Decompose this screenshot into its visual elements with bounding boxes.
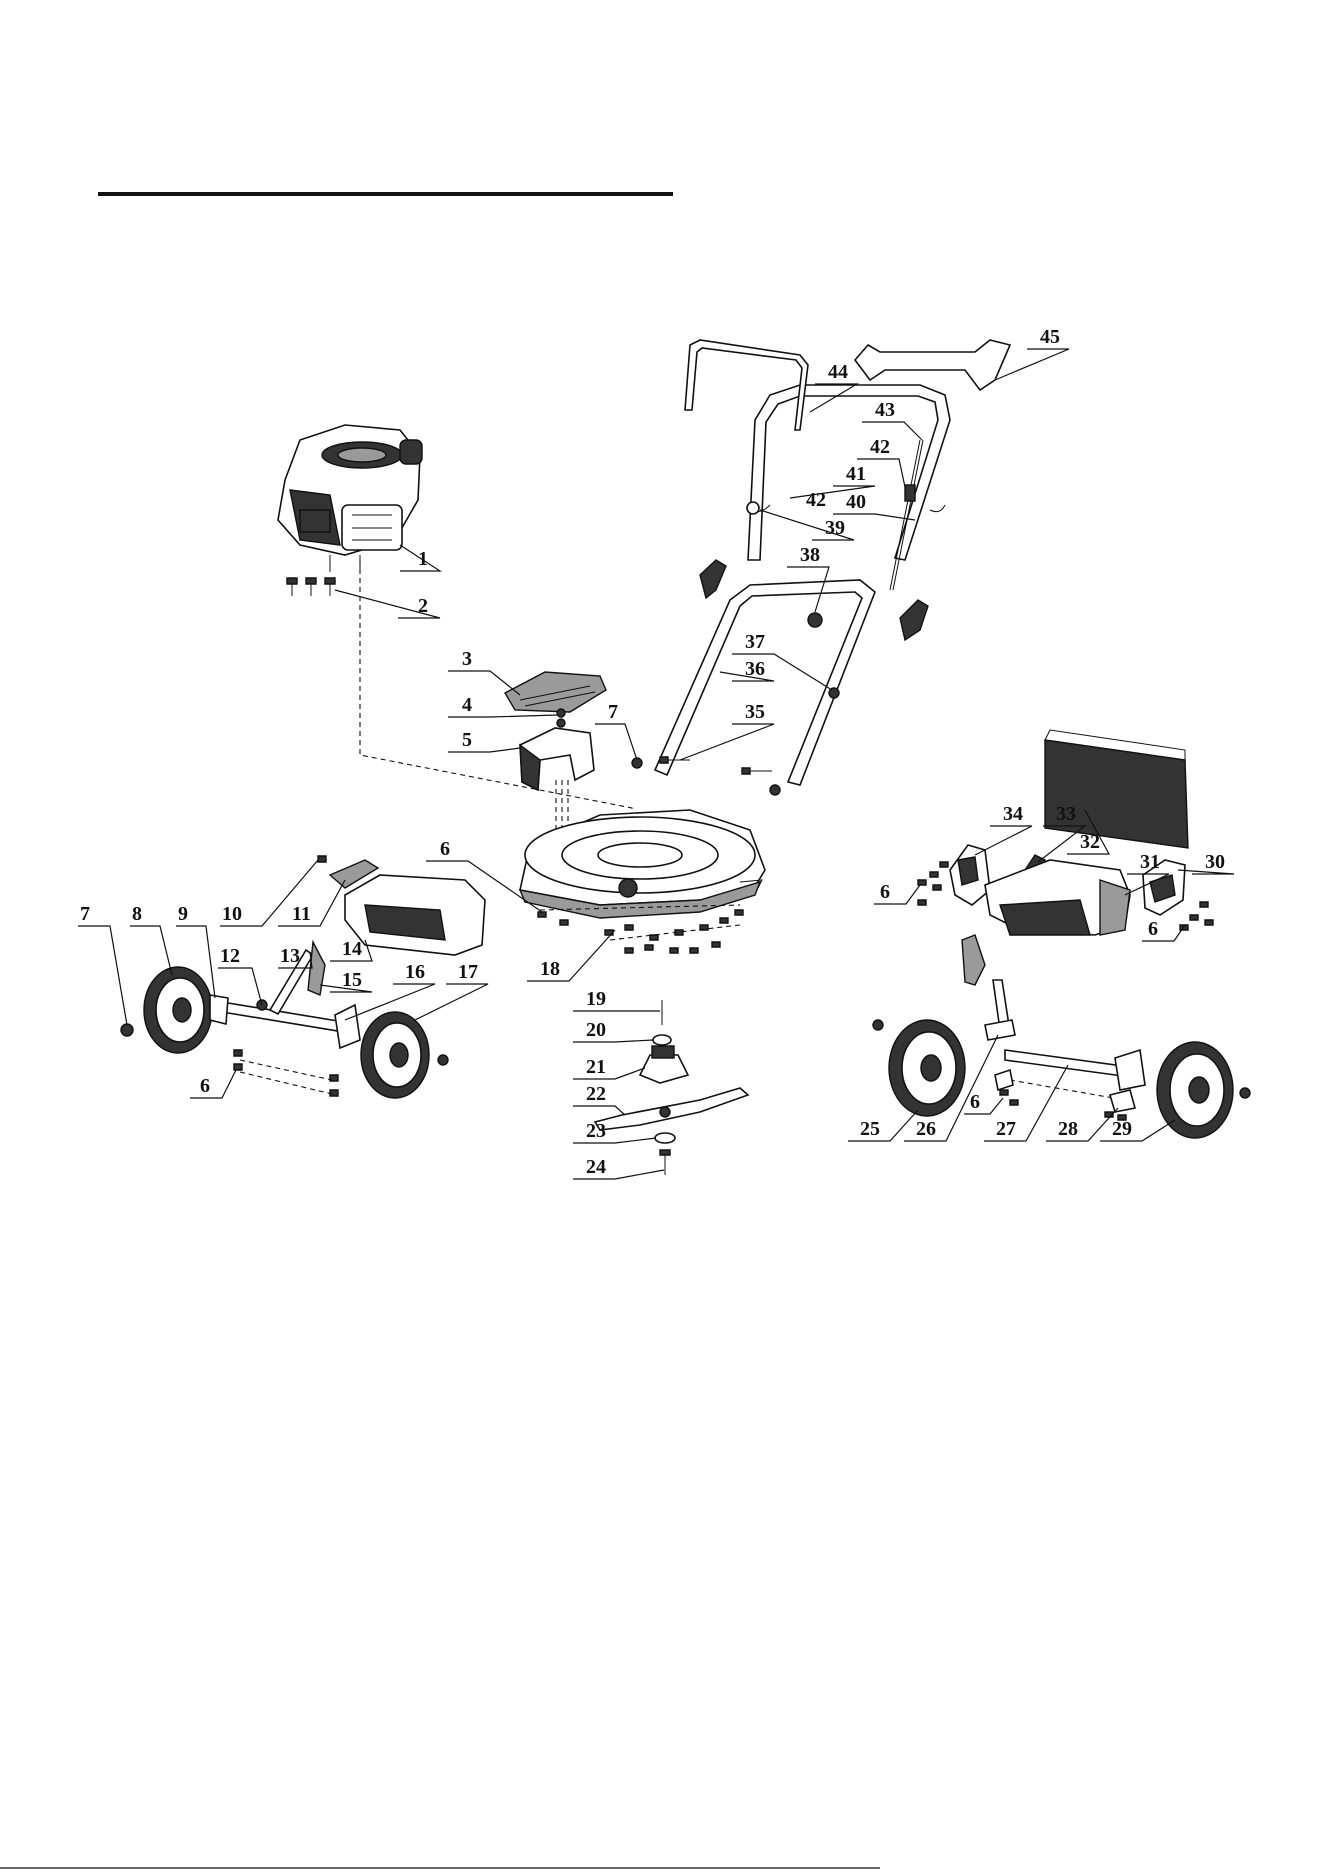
callout-label: 32 — [1080, 831, 1100, 853]
callout-label: 42 — [870, 436, 890, 458]
callout-label: 21 — [586, 1056, 606, 1078]
callout-label: 16 — [405, 961, 425, 983]
engine-bolts-part — [287, 578, 335, 596]
callout-label: 7 — [608, 701, 618, 723]
callout-label: 44 — [828, 361, 848, 383]
callout-label: 6 — [440, 838, 450, 860]
callout-label: 11 — [292, 903, 311, 925]
callout-label: 5 — [462, 729, 472, 751]
callout-label: 6 — [970, 1091, 980, 1113]
blade-bolt-part — [660, 1150, 670, 1175]
wheel-nut-part — [1240, 1088, 1250, 1098]
engine-cover-part — [505, 672, 606, 712]
rear-housing-part — [985, 860, 1130, 935]
wheel-nut-part — [873, 1020, 883, 1030]
callout-label: 40 — [846, 491, 866, 513]
washer-part — [653, 1035, 671, 1045]
blade-adapter-part — [640, 1046, 688, 1083]
engine-part — [278, 425, 422, 572]
callout-label: 25 — [860, 1118, 880, 1140]
callout-label: 23 — [586, 1120, 606, 1142]
callout-label: 8 — [132, 903, 142, 925]
callout-label: 26 — [916, 1118, 936, 1140]
callout-label: 31 — [1140, 851, 1160, 873]
callout-label: 29 — [1112, 1118, 1132, 1140]
callout-label: 41 — [846, 463, 866, 485]
callout-label: 24 — [586, 1156, 606, 1178]
callout-label: 20 — [586, 1019, 606, 1041]
callout-label: 28 — [1058, 1118, 1078, 1140]
callout-label: 45 — [1040, 326, 1060, 348]
callout-label: 14 — [342, 938, 362, 960]
callout-label: 37 — [745, 631, 765, 653]
callout-label: 10 — [222, 903, 242, 925]
front-right-wheel-part — [361, 1012, 429, 1098]
callout-label: 13 — [280, 945, 300, 967]
callout-label: 6 — [200, 1075, 210, 1097]
callout-label: 22 — [586, 1083, 606, 1105]
callout-label: 6 — [1148, 918, 1158, 940]
callout-label: 4 — [462, 694, 472, 716]
callout-label: 19 — [586, 988, 606, 1010]
safety-bail-part — [685, 340, 808, 430]
callout-label: 38 — [800, 544, 820, 566]
callout-label: 43 — [875, 399, 895, 421]
callout-label: 27 — [996, 1118, 1016, 1140]
cover-screw-part — [557, 709, 565, 727]
callout-label: 34 — [1003, 803, 1023, 825]
blade-washer-part — [655, 1133, 675, 1143]
callout-label: 15 — [342, 969, 362, 991]
grass-bag-part — [1045, 730, 1188, 848]
callout-label: 1 — [418, 548, 428, 570]
rear-flap-part — [950, 845, 990, 905]
callout-label: 18 — [540, 958, 560, 980]
callout-label: 42 — [806, 489, 826, 511]
callout-label: 30 — [1205, 851, 1225, 873]
wheel-nut-part — [438, 1055, 448, 1065]
callout-label: 33 — [1056, 803, 1076, 825]
rear-lever-part — [962, 935, 1015, 1040]
wheel-nut-part — [121, 1024, 133, 1036]
handle-grip-part — [855, 340, 1010, 390]
front-left-wheel-part — [144, 967, 212, 1053]
mower-deck-part — [520, 810, 765, 918]
cover-bracket-part — [520, 728, 594, 790]
lower-handle-part — [655, 580, 875, 785]
callout-label: 6 — [880, 881, 890, 903]
callout-label: 7 — [80, 903, 90, 925]
callout-label: 35 — [745, 701, 765, 723]
callout-label: 9 — [178, 903, 188, 925]
callout-label: 17 — [458, 961, 478, 983]
callout-label: 3 — [462, 648, 472, 670]
callout-label: 12 — [220, 945, 240, 967]
rear-left-wheel-part — [889, 1020, 965, 1116]
